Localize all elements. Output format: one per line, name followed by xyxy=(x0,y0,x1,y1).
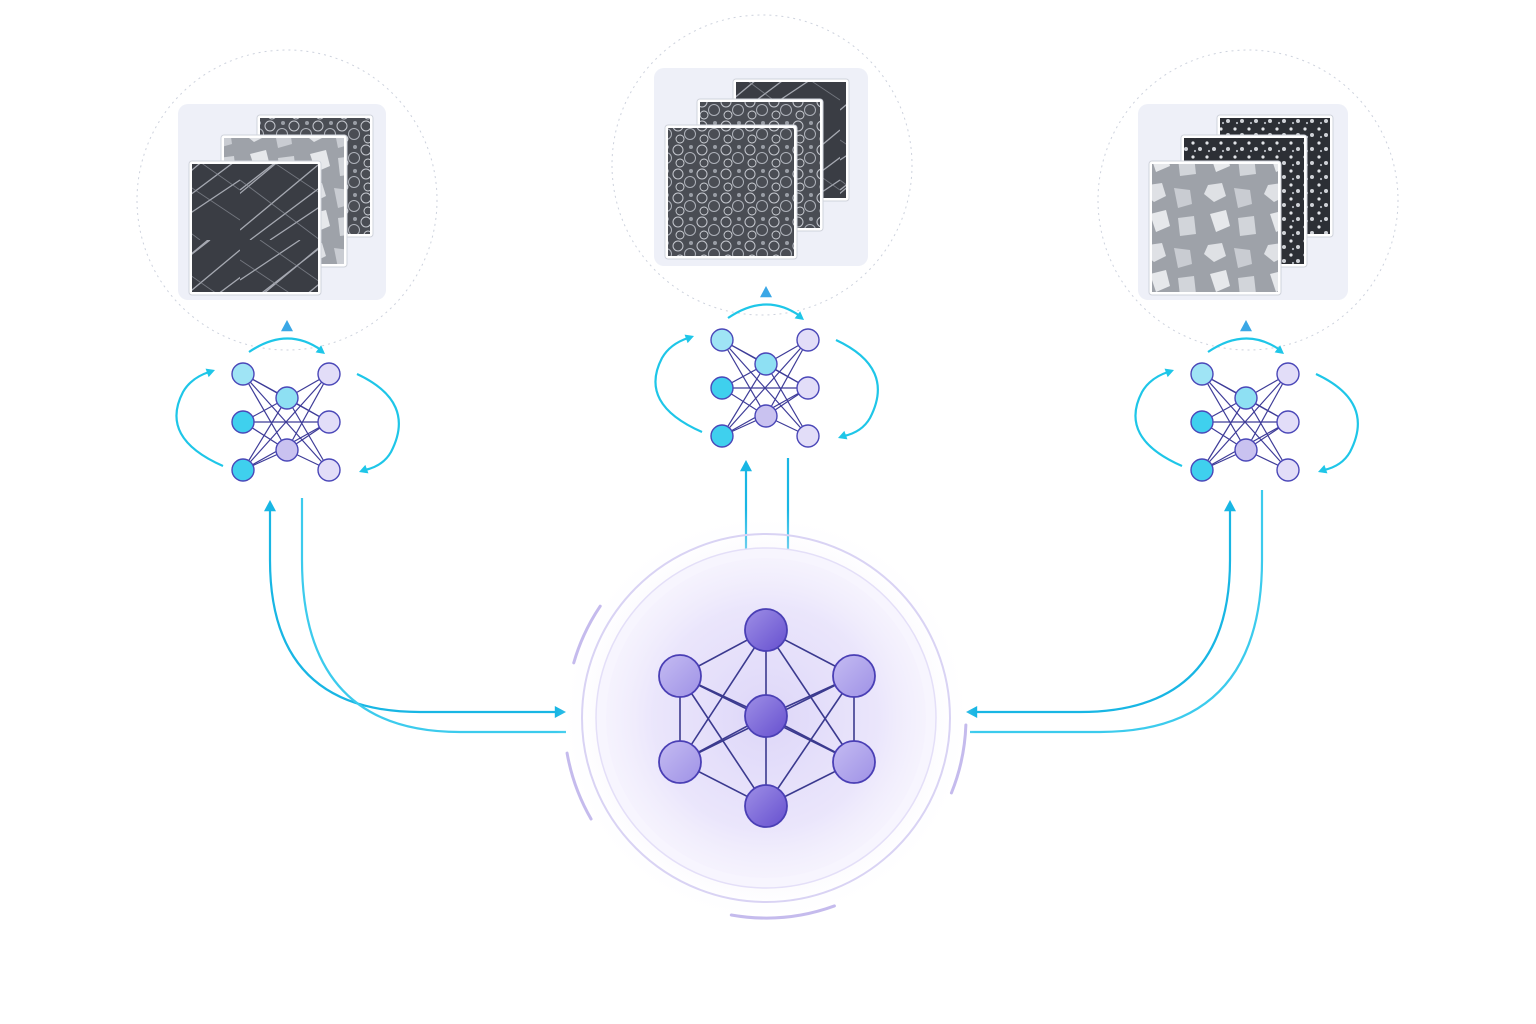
client-right xyxy=(1097,49,1399,482)
network-node xyxy=(744,608,788,652)
upload-arrow-icon xyxy=(281,320,293,332)
arrowhead-icon xyxy=(359,464,369,474)
arrowhead-icon xyxy=(205,368,215,378)
network-node xyxy=(658,740,702,784)
arrowhead-icon xyxy=(1274,345,1284,354)
network-edge xyxy=(765,675,855,807)
network-node xyxy=(1276,458,1300,482)
image-stack-icon xyxy=(664,78,850,260)
network-edge xyxy=(765,339,809,417)
network-node xyxy=(275,438,299,462)
network-node xyxy=(710,328,734,352)
training-cycle-icon xyxy=(654,303,879,440)
arrowhead-icon xyxy=(264,500,276,512)
network-node xyxy=(1276,362,1300,386)
network-edge xyxy=(721,339,767,417)
global-decor-arc xyxy=(572,604,602,665)
neural-network-icon xyxy=(1190,362,1300,482)
network-node xyxy=(796,424,820,448)
client-nodes xyxy=(136,14,1399,482)
arrowhead-icon xyxy=(315,345,325,354)
arrowhead-icon xyxy=(1224,500,1236,512)
network-node xyxy=(231,410,255,434)
network-node xyxy=(832,740,876,784)
left-download-line xyxy=(300,498,566,734)
network-node xyxy=(317,458,341,482)
global-model xyxy=(556,508,976,928)
global-ring-outer xyxy=(581,533,951,903)
client-left xyxy=(136,49,438,482)
arrowhead-icon xyxy=(684,334,694,344)
global-decor-arc xyxy=(729,904,836,920)
training-cycle-icon xyxy=(175,337,400,474)
network-edge xyxy=(242,373,288,451)
right-download-line xyxy=(970,490,1264,734)
neural-network-icon xyxy=(231,362,341,482)
image-stack-icon xyxy=(1148,114,1334,296)
arrowhead-icon xyxy=(794,311,804,320)
cycle-arc xyxy=(1207,337,1281,353)
network-node xyxy=(1276,410,1300,434)
network-node xyxy=(754,404,778,428)
network-node xyxy=(710,376,734,400)
network-node xyxy=(796,328,820,352)
left-upload-line xyxy=(268,508,560,714)
micrograph-image xyxy=(668,128,794,256)
network-edge xyxy=(1245,373,1289,451)
cycle-arc xyxy=(356,373,400,472)
right-upload-line xyxy=(972,508,1232,714)
micrograph-image xyxy=(192,164,318,292)
network-edge xyxy=(679,675,767,807)
global-decor-arc xyxy=(565,751,593,821)
network-edge xyxy=(721,363,767,437)
network-node xyxy=(1190,410,1214,434)
cycle-arc xyxy=(654,336,703,434)
neural-network-icon xyxy=(658,608,876,828)
network-node xyxy=(1190,458,1214,482)
network-node xyxy=(710,424,734,448)
cycle-arc xyxy=(1134,370,1183,468)
network-node xyxy=(231,458,255,482)
network-edge xyxy=(286,373,330,451)
network-node xyxy=(275,386,299,410)
arrowhead-icon xyxy=(838,430,848,440)
network-edge xyxy=(1201,397,1247,471)
neural-network-icon xyxy=(710,328,820,448)
micrograph-image xyxy=(1152,164,1278,292)
network-node xyxy=(744,784,788,828)
upload-arrow-icon xyxy=(760,286,772,298)
network-node xyxy=(754,352,778,376)
network-node xyxy=(231,362,255,386)
client-halo xyxy=(611,14,913,316)
cycle-arc xyxy=(727,303,801,319)
network-node xyxy=(1234,438,1258,462)
cycle-arc xyxy=(248,337,322,353)
global-decor-arc xyxy=(949,723,968,795)
cycle-arc xyxy=(1315,373,1359,472)
network-edge xyxy=(1201,373,1247,451)
upload-arrow-icon xyxy=(1240,320,1252,332)
network-node xyxy=(1190,362,1214,386)
image-stack-icon xyxy=(188,114,374,296)
cycle-arc xyxy=(175,370,224,468)
network-node xyxy=(658,654,702,698)
network-node xyxy=(1234,386,1258,410)
client-center xyxy=(611,14,913,448)
cycle-arc xyxy=(835,339,879,438)
network-node xyxy=(317,362,341,386)
network-node xyxy=(796,376,820,400)
training-cycle-icon xyxy=(1134,337,1359,474)
network-node xyxy=(317,410,341,434)
client-halo xyxy=(136,49,438,351)
arrowhead-icon xyxy=(740,460,752,472)
client-halo xyxy=(1097,49,1399,351)
network-node xyxy=(832,654,876,698)
network-edge xyxy=(242,397,288,471)
arrowhead-icon xyxy=(1164,368,1174,378)
arrowhead-icon xyxy=(1318,464,1328,474)
network-node xyxy=(744,694,788,738)
